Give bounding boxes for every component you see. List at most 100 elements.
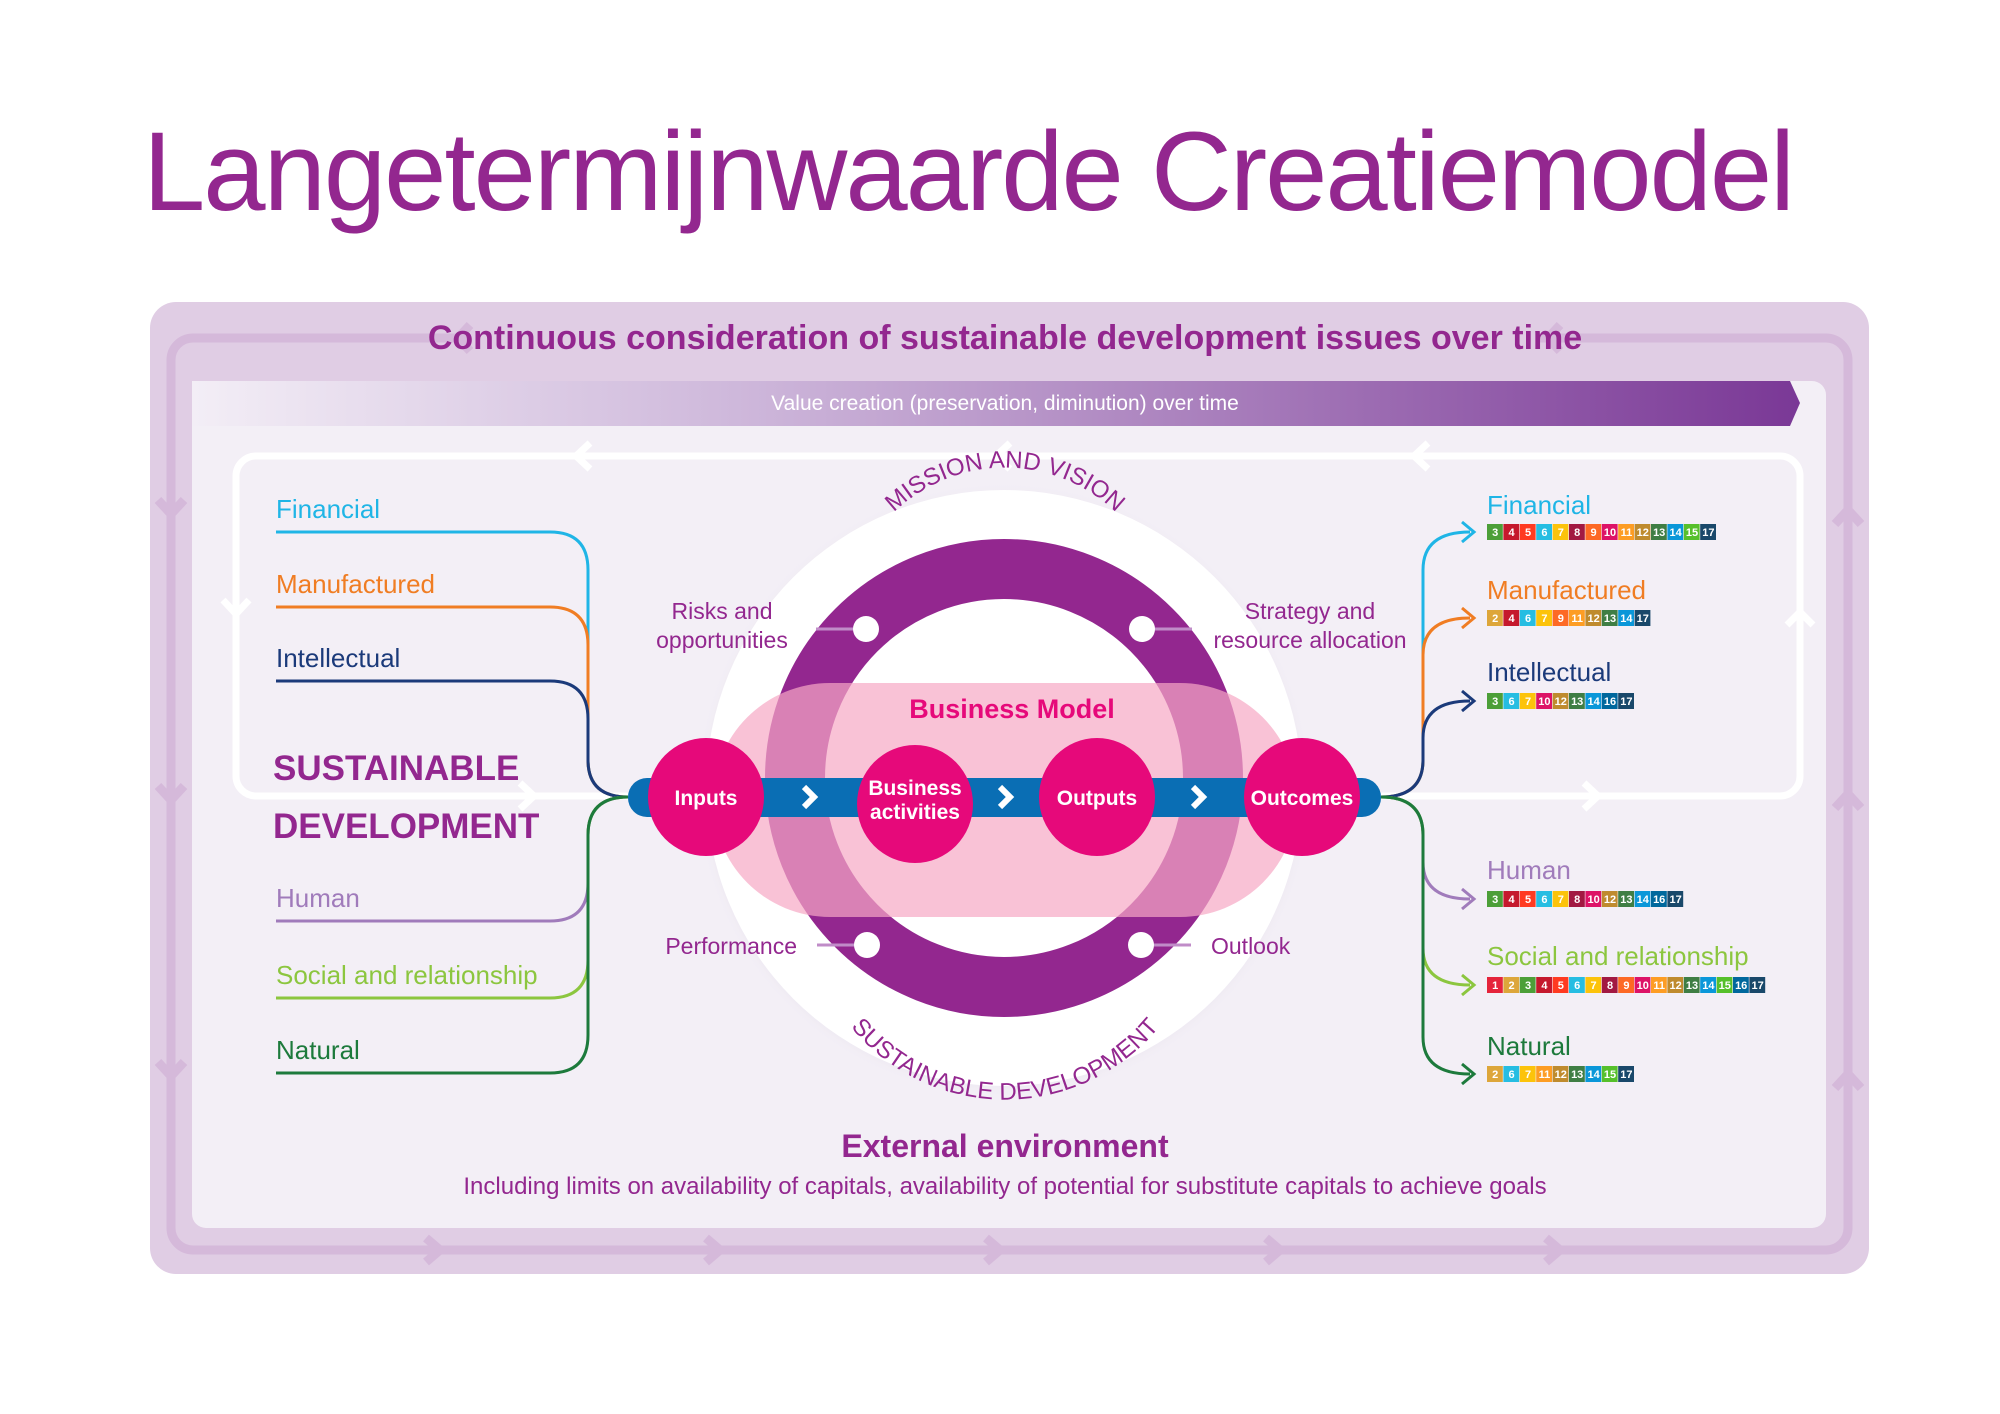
track-arrow-icon: [154, 782, 188, 807]
sdg-tile-number: 14: [1637, 894, 1650, 906]
sdg-tile: [1569, 1066, 1585, 1082]
sdg-tile-number: 6: [1509, 1069, 1515, 1081]
connector-intellectual: [276, 679, 629, 799]
track-arrow-icon: [423, 1234, 447, 1266]
sdg-tile: [1487, 891, 1503, 907]
sdg-tile: [1519, 524, 1536, 540]
sdg-tile-number: 11: [1621, 527, 1633, 539]
sdg-tile-number: 17: [1637, 613, 1649, 625]
sdg-tile-number: 10: [1538, 696, 1550, 708]
flow-chevrons: [801, 784, 1208, 810]
outlook-label: Outlook: [1211, 933, 1291, 959]
sdg-tile: [1618, 891, 1634, 907]
sdg-tile-number: 14: [1587, 696, 1600, 708]
sdg-tile-number: 13: [1620, 894, 1632, 906]
arrowhead-icon: [1461, 973, 1477, 997]
sdg-tile: [1683, 524, 1700, 540]
sdg-tile: [1601, 977, 1618, 993]
business-model-title: Business Model: [909, 694, 1115, 724]
sdg-tile-number: 7: [1591, 980, 1597, 992]
sdg-tile: [1585, 1066, 1602, 1082]
sdg-tile: [1618, 977, 1634, 993]
outcome-capital-natural: Natural: [1487, 1031, 1571, 1061]
strategy-label-line2: resource allocation: [1213, 627, 1406, 653]
frame-header: Continuous consideration of sustainable …: [428, 319, 1582, 357]
sdg-tile-number: 2: [1492, 1069, 1498, 1081]
sdg-tile-number: 11: [1653, 980, 1665, 992]
sdg-tile: [1716, 977, 1733, 993]
sdg-tile: [1601, 610, 1618, 626]
sustainable-development-line1: SUSTAINABLE: [273, 749, 519, 788]
arrowhead-icon: [1461, 520, 1477, 544]
sdg-tile: [1569, 891, 1585, 907]
sdg-tile: [1503, 610, 1520, 626]
sdg-tile-number: 8: [1574, 894, 1580, 906]
sdg-tile: [1618, 524, 1634, 540]
sdg-tile-number: 8: [1574, 527, 1580, 539]
sdg-tile-number: 14: [1587, 1069, 1600, 1081]
sdg-tile-number: 13: [1604, 613, 1616, 625]
loop-arrow-icon: [1784, 607, 1816, 628]
sdg-tile-number: 4: [1509, 613, 1516, 625]
risks-marker: [853, 616, 879, 642]
sdg-tile: [1634, 977, 1651, 993]
sdg-tile: [1503, 693, 1520, 709]
loop-arrow-icon: [220, 597, 252, 620]
sdg-tile: [1651, 524, 1667, 540]
sdg-tile-number: 1: [1492, 980, 1498, 992]
sdg-tile: [1519, 1066, 1536, 1082]
sdg-tile-number: 3: [1525, 980, 1531, 992]
sdg-tile: [1503, 891, 1520, 907]
sdg-tile: [1601, 693, 1618, 709]
sdg-tile-number: 13: [1653, 527, 1665, 539]
sdg-tile-number: 17: [1620, 1069, 1632, 1081]
sdg-tile-number: 12: [1555, 1069, 1567, 1081]
sdg-tile: [1585, 693, 1602, 709]
sdg-tile-number: 12: [1669, 980, 1681, 992]
sdg-tile: [1487, 1066, 1503, 1082]
performance-label: Performance: [665, 933, 797, 959]
sdg-tile: [1618, 1066, 1634, 1082]
sustainable-development-line2: DEVELOPMENT: [273, 807, 539, 846]
sdg-tile-number: 17: [1620, 696, 1632, 708]
frame-track-arrows: [154, 321, 1865, 1266]
sdg-tile-number: 11: [1571, 613, 1583, 625]
track-arrow-icon: [1831, 503, 1865, 528]
sdg-tile-number: 10: [1587, 894, 1599, 906]
sdg-tile-number: 3: [1492, 894, 1498, 906]
value-creation-label: Value creation (preservation, diminution…: [771, 392, 1239, 415]
loop-arrow-icon: [990, 440, 1013, 472]
arrowhead-icon: [1461, 887, 1477, 911]
sdg-tile: [1536, 524, 1552, 540]
sdg-tile: [1601, 524, 1618, 540]
sdg-tile-number: 16: [1604, 696, 1616, 708]
sdg-tile-number: 6: [1509, 696, 1515, 708]
sdg-tile: [1749, 977, 1766, 993]
input-capital-intellectual: Intellectual: [276, 643, 400, 673]
outcome-capital-manufactured: Manufactured: [1487, 575, 1646, 605]
sdg-tile-number: 7: [1558, 527, 1564, 539]
sdg-tile-number: 13: [1571, 696, 1583, 708]
sdg-tile-number: 12: [1637, 527, 1649, 539]
sdg-tile-number: 10: [1637, 980, 1649, 992]
sdg-tile-number: 15: [1604, 1069, 1616, 1081]
connector-natural: [276, 795, 629, 1075]
sdg-tile: [1569, 977, 1585, 993]
sdg-tile: [1552, 693, 1569, 709]
sdg-tile: [1552, 524, 1569, 540]
sdg-tile-number: 10: [1604, 527, 1616, 539]
sdg-tile: [1585, 524, 1602, 540]
sdg-tile-number: 7: [1541, 613, 1547, 625]
sdg-tile: [1569, 524, 1585, 540]
sdg-tile-number: 12: [1604, 894, 1616, 906]
sdg-tile-number: 7: [1525, 696, 1531, 708]
sdg-tile: [1487, 693, 1503, 709]
chevron-right-icon: [997, 784, 1015, 810]
sdg-tile-number: 5: [1525, 527, 1531, 539]
sdg-tile: [1700, 524, 1716, 540]
sdg-tile: [1601, 1066, 1618, 1082]
